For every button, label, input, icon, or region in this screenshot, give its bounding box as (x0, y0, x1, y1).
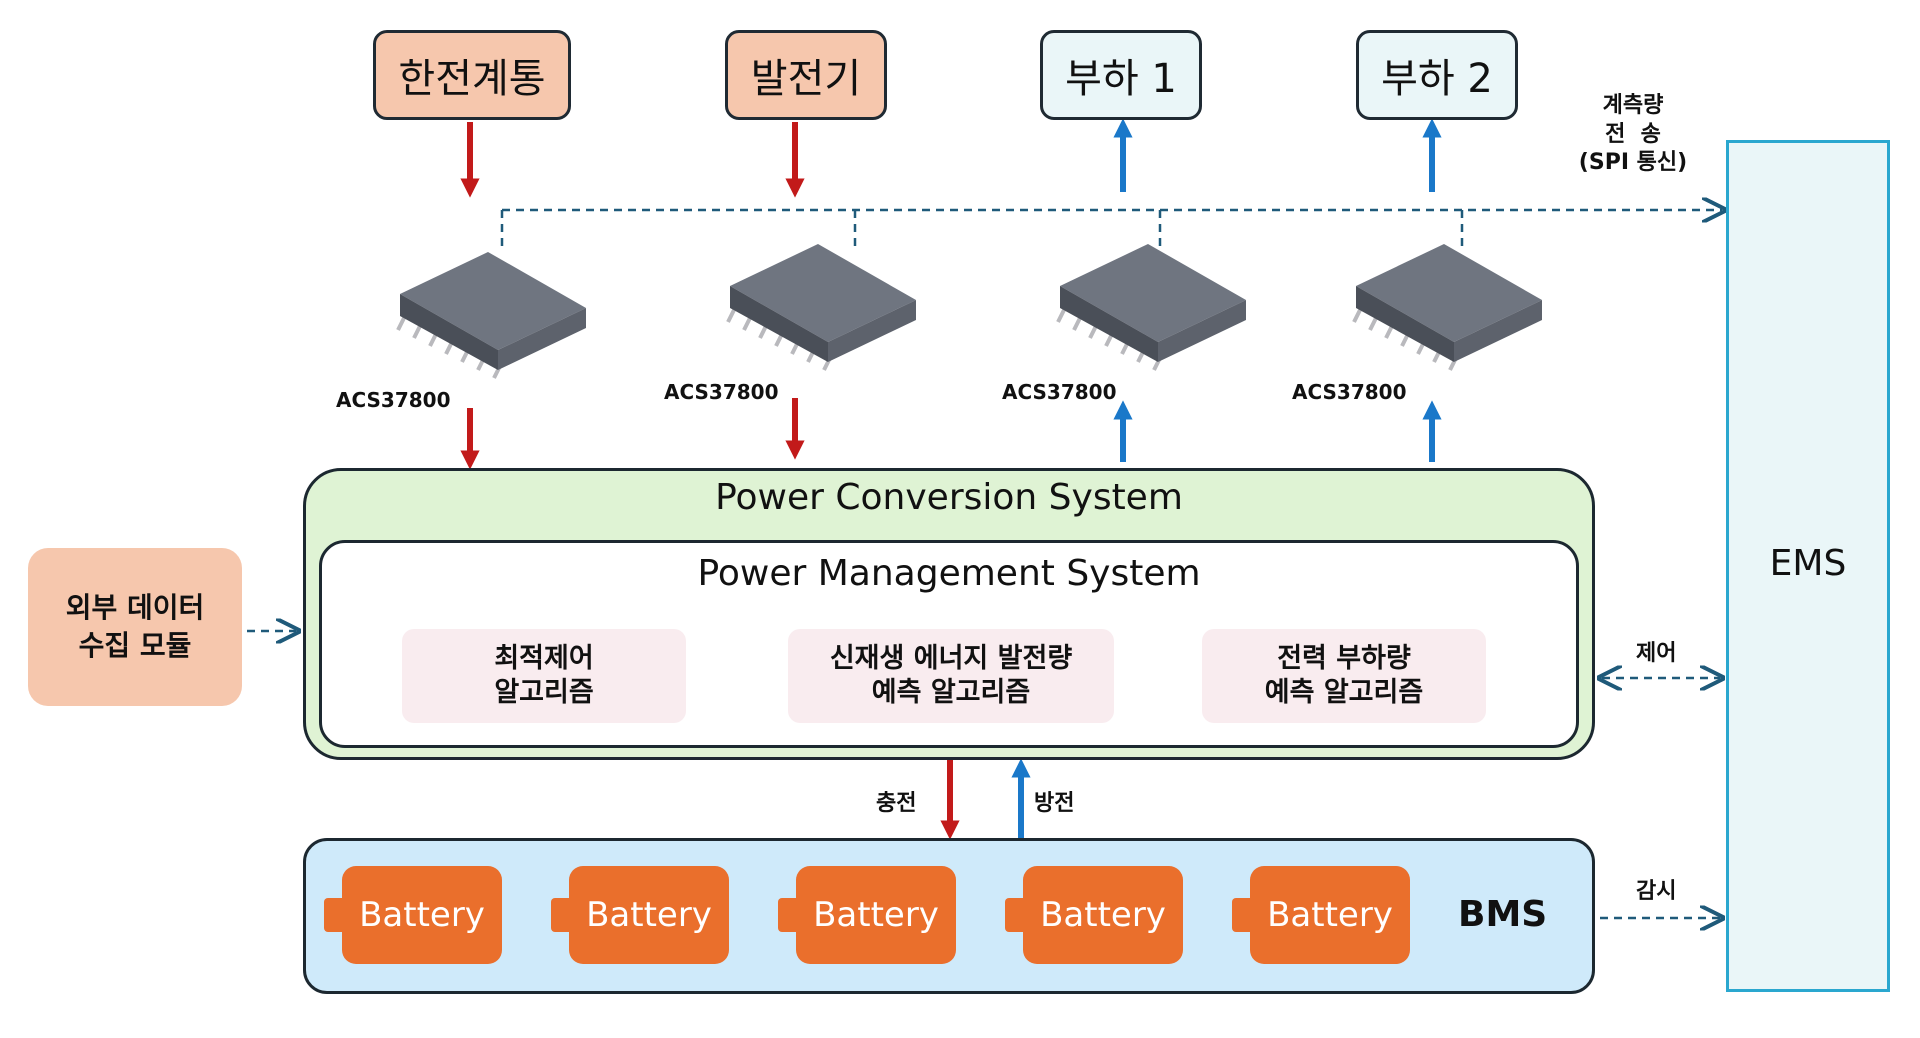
load2-label: 부하 2 (1381, 56, 1493, 102)
algorithm-3-line-2: 예측 알고리즘 (1264, 677, 1424, 708)
energy-management-system: EMS (1726, 140, 1890, 992)
battery-5-terminal (1232, 898, 1252, 932)
ems-label: EMS (1769, 543, 1847, 584)
external-data-module: 외부 데이터 수집 모듈 (28, 548, 242, 706)
sensor-chip-4 (1352, 244, 1542, 371)
measurement-transfer-note: 계측량 전 송 (SPI 통신) (1558, 92, 1708, 178)
power-management-system: Power Management System 최적제어 알고리즘 신재생 에너… (319, 540, 1579, 748)
sensor-chip-4-icon (1352, 244, 1542, 371)
grid-label: 한전계통 (398, 56, 546, 102)
battery-3: Battery (796, 866, 956, 964)
battery-3-terminal (778, 898, 798, 932)
measurement-note-line-1: 계측량 (1602, 93, 1664, 118)
battery-2: Battery (569, 866, 729, 964)
pms-title: Power Management System (697, 553, 1201, 594)
measurement-note-line-2: 전 송 (1605, 121, 1661, 147)
external-module-line-1: 외부 데이터 (65, 591, 205, 625)
sensor-label-3: ACS37800 (1002, 380, 1117, 404)
load1-label: 부하 1 (1065, 56, 1177, 102)
sensor-label-1: ACS37800 (336, 388, 451, 412)
discharge-label: 방전 (1034, 791, 1075, 816)
algorithm-1-line-1: 최적제어 (494, 643, 594, 675)
load1-box: 부하 1 (1040, 30, 1202, 120)
generator-label: 발전기 (750, 56, 862, 102)
battery-1-terminal (324, 898, 344, 932)
sensor-chip-2 (726, 244, 916, 371)
monitor-label: 감시 (1636, 879, 1677, 904)
renewable-forecast-algorithm: 신재생 에너지 발전량 예측 알고리즘 (788, 629, 1114, 723)
battery-2-terminal (551, 898, 571, 932)
load2-box: 부하 2 (1356, 30, 1518, 120)
charge-label: 충전 (876, 791, 917, 816)
external-module-line-2: 수집 모듈 (78, 629, 192, 662)
grid-box: 한전계통 (373, 30, 571, 120)
sensor-chip-1 (396, 252, 586, 379)
sensor-chip-3 (1056, 244, 1246, 371)
optimal-control-algorithm: 최적제어 알고리즘 (402, 629, 686, 723)
battery-5: Battery (1250, 866, 1410, 964)
sensor-chip-1-icon (396, 252, 586, 379)
bms-label: BMS (1458, 894, 1548, 935)
sensor-chip-2-icon (726, 244, 916, 371)
algorithm-3-line-1: 전력 부하량 (1277, 643, 1411, 675)
algorithm-1-line-2: 알고리즘 (494, 677, 594, 708)
generator-box: 발전기 (725, 30, 887, 120)
load-forecast-algorithm: 전력 부하량 예측 알고리즘 (1202, 629, 1486, 723)
battery-4-terminal (1005, 898, 1025, 932)
battery-4: Battery (1023, 866, 1183, 964)
sensor-chip-3-icon (1056, 244, 1246, 371)
algorithm-2-line-2: 예측 알고리즘 (871, 677, 1031, 708)
algorithm-2-line-1: 신재생 에너지 발전량 (829, 643, 1073, 675)
sensor-label-4: ACS37800 (1292, 380, 1407, 404)
battery-1: Battery (342, 866, 502, 964)
sensor-label-2: ACS37800 (664, 380, 779, 404)
measurement-note-line-3: (SPI 통신) (1578, 150, 1688, 176)
pcs-title: Power Conversion System (715, 477, 1183, 518)
control-label: 제어 (1636, 641, 1677, 666)
